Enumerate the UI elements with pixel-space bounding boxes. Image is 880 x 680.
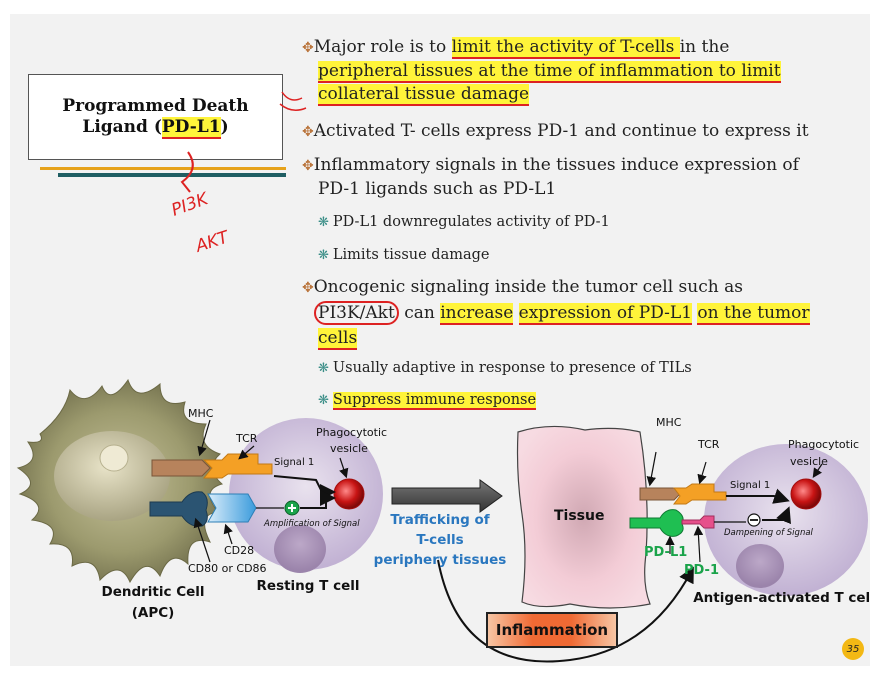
title-line-2: Ligand (PD-L1) <box>56 117 256 139</box>
dendritic-label-1: Dendritic Cell <box>101 584 204 600</box>
right-pointer-lines <box>646 451 823 563</box>
sub-bullet-marker: ❋ <box>318 361 329 376</box>
cd80-cd28-left <box>149 491 257 527</box>
phagocytotic-right-label-2: vesicle <box>790 455 828 468</box>
mhc-right-label: MHC <box>656 416 682 429</box>
bullet-marker: ✥ <box>302 40 314 56</box>
pd1-label: PD-1 <box>684 563 719 578</box>
mhc-left-label: MHC <box>188 407 214 420</box>
bullet-marker: ✥ <box>302 124 314 140</box>
bullet-4-highlight-tumor: on the tumor <box>697 303 810 325</box>
tissue-label: Tissue <box>554 508 604 524</box>
bullet-3-line-1: Inflammatory signals in the tissues indu… <box>313 155 799 175</box>
inflammation-curve-arrow <box>437 559 694 663</box>
dendritic-label-2: (APC) <box>132 605 175 621</box>
sub-bullet-3: ❋Usually adaptive in response to presenc… <box>318 358 692 379</box>
title-line-1: Programmed Death <box>62 96 249 116</box>
sub-bullet-marker: ❋ <box>318 393 329 408</box>
tcr-right-label: TCR <box>697 438 720 451</box>
title-line-2-pre: Ligand ( <box>82 117 162 137</box>
sub-bullet-2: ❋Limits tissue damage <box>318 245 490 266</box>
trafficking-arrow <box>391 479 503 513</box>
bullet-marker: ✥ <box>302 280 314 296</box>
phagocytotic-left-label-1: Phagocytotic <box>316 426 387 439</box>
bullet-4-text-can: can <box>398 303 441 323</box>
cd28-label: CD28 <box>224 544 254 557</box>
bullet-1-highlight-3: collateral tissue damage <box>318 84 530 106</box>
title-underline-gold <box>40 167 286 170</box>
bullet-1-highlight-1: limit the activity of T-cells <box>451 37 680 59</box>
plus-icon <box>284 500 300 516</box>
bullet-3: ✥Inflammatory signals in the tissues ind… <box>302 154 862 201</box>
trafficking-label-3: periphery tissues <box>374 552 507 568</box>
bullet-1: ✥Major role is to limit the activity of … <box>302 36 862 106</box>
mhc-tcr-left <box>151 453 273 479</box>
bullet-4-highlight-increase: increase <box>440 303 514 325</box>
phagocytotic-right-label-1: Phagocytotic <box>788 438 859 451</box>
bullet-1-text-mid: in the <box>679 37 730 57</box>
bullet-1-highlight-2: peripheral tissues at the time of inflam… <box>318 61 781 83</box>
resting-t-cell <box>229 418 383 573</box>
tcr-left-label: TCR <box>235 432 258 445</box>
bullet-4-highlight-expression: expression of PD-L1 <box>518 303 693 325</box>
minus-icon <box>747 513 761 527</box>
title-box: Programmed Death Ligand (PD-L1) <box>28 74 283 160</box>
dendritic-cell <box>16 378 224 584</box>
bullet-1-text-pre: Major role is to <box>313 37 452 57</box>
phagocytotic-left-label-2: vesicle <box>330 442 368 455</box>
trafficking-label-1: Trafficking of <box>390 512 489 528</box>
tissue-block <box>516 425 651 609</box>
bullet-2-text: Activated T- cells express PD-1 and cont… <box>313 121 809 141</box>
bullet-4-pi3k-circled: PI3K/Akt <box>314 301 399 325</box>
cd80-label: CD80 or CD86 <box>188 562 267 575</box>
slide-title: Programmed Death Ligand (PD-L1) <box>56 96 256 139</box>
activated-t-cell <box>704 444 868 596</box>
left-pointer-lines <box>193 419 349 563</box>
bullet-2: ✥Activated T- cells express PD-1 and con… <box>302 120 862 144</box>
amplification-label: Amplification of Signal <box>263 519 360 529</box>
sub-bullet-marker: ❋ <box>318 215 329 230</box>
slide: Programmed Death Ligand (PD-L1) PI3K AKT… <box>10 14 870 666</box>
title-line-2-post: ) <box>220 117 229 137</box>
signal1-right-label: Signal 1 <box>730 480 770 491</box>
sub-bullet-1-text: PD-L1 downregulates activity of PD-1 <box>332 214 610 230</box>
trafficking-label-2: T-cells <box>416 532 463 548</box>
sub-bullet-3-text: Usually adaptive in response to presence… <box>332 360 692 376</box>
inflammation-box: Inflammation <box>486 612 618 648</box>
sub-bullet-4-text: Suppress immune response <box>332 392 537 410</box>
title-pdl1-highlight: PD-L1 <box>161 117 221 139</box>
resting-label: Resting T cell <box>257 578 360 594</box>
activated-label: Antigen-activated T cell <box>693 590 870 606</box>
sub-bullet-marker: ❋ <box>318 248 329 263</box>
pdl1-pd1-right <box>629 509 715 537</box>
immune-diagram: MHC TCR Phagocytotic vesicle Signal 1 Am… <box>16 378 870 663</box>
handwritten-annotations: PI3K AKT <box>169 91 307 254</box>
pdl1-label: PD-L1 <box>644 545 687 560</box>
sub-bullet-1: ❋PD-L1 downregulates activity of PD-1 <box>318 212 610 233</box>
title-underline-teal <box>58 173 286 177</box>
bullet-4: ✥Oncogenic signaling inside the tumor ce… <box>302 275 862 351</box>
bullet-marker: ✥ <box>302 158 314 174</box>
signal1-left-label: Signal 1 <box>274 457 314 468</box>
bullet-4-line-1: Oncogenic signaling inside the tumor cel… <box>313 277 743 297</box>
sub-bullet-2-text: Limits tissue damage <box>332 247 490 263</box>
bullet-4-highlight-cells: cells <box>318 328 358 350</box>
page-number: 35 <box>842 638 864 660</box>
dampening-label: Dampening of Signal <box>724 528 814 538</box>
bullet-3-line-2: PD-1 ligands such as PD-L1 <box>318 179 557 199</box>
sub-bullet-4: ❋Suppress immune response <box>318 390 537 411</box>
